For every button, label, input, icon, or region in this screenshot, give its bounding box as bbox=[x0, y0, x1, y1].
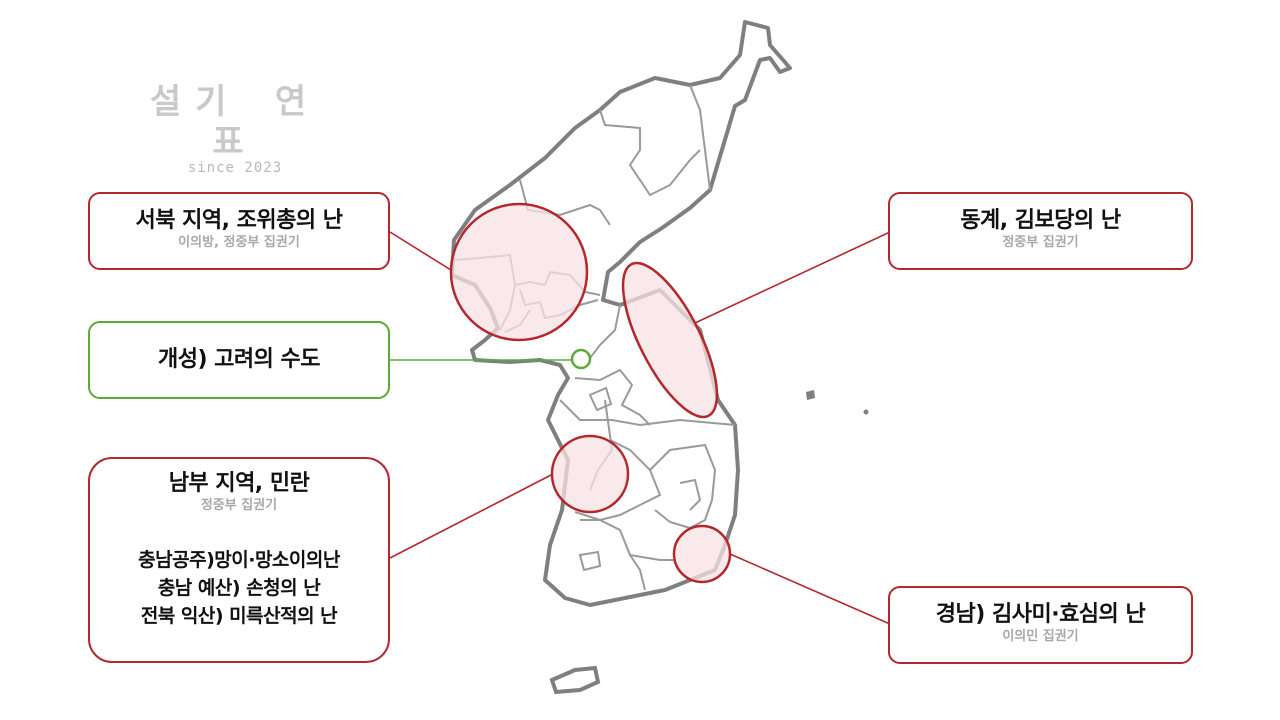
peninsula-outline bbox=[450, 20, 792, 607]
callout-northwest-subtitle: 이의방, 정중부 집권기 bbox=[178, 235, 300, 250]
callout-southeast: 경남) 김사미·효심의 난 이의민 집권기 bbox=[888, 586, 1193, 664]
callout-south-title: 남부 지역, 민란 bbox=[168, 471, 310, 496]
region-northeast-highlight bbox=[621, 261, 719, 419]
callout-northwest-title: 서북 지역, 조위총의 난 bbox=[135, 208, 344, 233]
region-southeast-highlight bbox=[672, 524, 732, 584]
jeju-island bbox=[549, 665, 601, 695]
region-northwest-highlight bbox=[449, 202, 589, 342]
callout-south-line-1: 충남공주)망이·망소이의난 bbox=[138, 549, 340, 571]
region-south-highlight bbox=[550, 434, 630, 514]
callout-south-line-2: 충남 예산) 손청의 난 bbox=[157, 577, 321, 599]
logo-title: 설기 연표 bbox=[149, 82, 321, 162]
logo-subtitle: since 2023 bbox=[187, 160, 283, 176]
callout-northeast-title: 동계, 김보당의 난 bbox=[960, 208, 1121, 233]
callout-capital: 개성) 고려의 수도 bbox=[88, 321, 390, 399]
callout-northwest: 서북 지역, 조위총의 난 이의방, 정중부 집권기 bbox=[88, 192, 390, 270]
dokdo-island bbox=[863, 409, 869, 415]
callout-southeast-title: 경남) 김사미·효심의 난 bbox=[935, 602, 1146, 627]
callout-northeast: 동계, 김보당의 난 정중부 집권기 bbox=[888, 192, 1193, 270]
capital-marker bbox=[570, 348, 592, 370]
ulleung-island bbox=[806, 390, 815, 400]
callout-south-subtitle: 정중부 집권기 bbox=[200, 498, 278, 513]
callout-southeast-subtitle: 이의민 집권기 bbox=[1002, 629, 1079, 644]
callout-northeast-subtitle: 정중부 집권기 bbox=[1002, 235, 1079, 250]
callout-capital-title: 개성) 고려의 수도 bbox=[157, 347, 321, 372]
leader-lines bbox=[389, 231, 891, 625]
logo: 설기 연표 since 2023 bbox=[140, 82, 330, 176]
callout-south-line-3: 전북 익산) 미륵산적의 난 bbox=[140, 605, 338, 627]
callout-south: 남부 지역, 민란 정중부 집권기 충남공주)망이·망소이의난 충남 예산) 손… bbox=[88, 457, 390, 663]
